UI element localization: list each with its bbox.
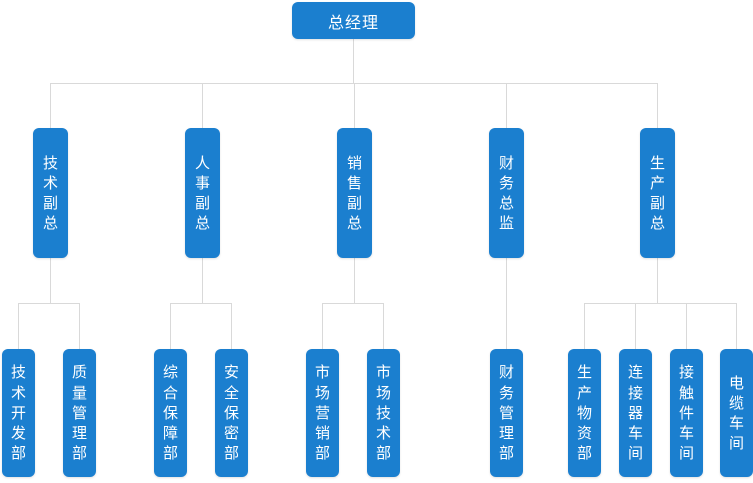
department-box: 市场营销部 bbox=[306, 349, 339, 477]
department-box: 财务管理部 bbox=[490, 349, 523, 477]
department-label: 接触件车间 bbox=[678, 363, 694, 463]
department-box: 市场技术部 bbox=[367, 349, 400, 477]
department-label: 市场营销部 bbox=[314, 363, 330, 463]
manager-box: 生产副总 bbox=[640, 128, 675, 258]
general-manager-label: 总经理 bbox=[327, 12, 379, 32]
department-label: 财务管理部 bbox=[498, 363, 514, 463]
department-label: 电缆车间 bbox=[728, 373, 744, 453]
manager-label: 销售副总 bbox=[346, 153, 362, 233]
department-box: 质量管理部 bbox=[63, 349, 96, 477]
manager-box: 销售副总 bbox=[337, 128, 372, 258]
manager-box: 财务总监 bbox=[489, 128, 524, 258]
department-label: 市场技术部 bbox=[375, 363, 391, 463]
department-box: 接触件车间 bbox=[670, 349, 703, 477]
department-box: 生产物资部 bbox=[568, 349, 601, 477]
manager-box: 技术副总 bbox=[33, 128, 68, 258]
department-label: 连接器车间 bbox=[627, 363, 643, 463]
department-label: 生产物资部 bbox=[576, 363, 592, 463]
department-box: 技术开发部 bbox=[2, 349, 35, 477]
department-label: 质量管理部 bbox=[71, 363, 87, 463]
department-label: 技术开发部 bbox=[10, 363, 26, 463]
manager-box: 人事副总 bbox=[185, 128, 220, 258]
manager-label: 人事副总 bbox=[194, 153, 210, 233]
department-box: 连接器车间 bbox=[619, 349, 652, 477]
manager-label: 财务总监 bbox=[498, 153, 514, 233]
general-manager-box: 总经理 bbox=[292, 2, 415, 39]
department-label: 综合保障部 bbox=[162, 363, 178, 463]
manager-label: 技术副总 bbox=[42, 153, 58, 233]
department-box: 综合保障部 bbox=[154, 349, 187, 477]
manager-label: 生产副总 bbox=[649, 153, 665, 233]
department-box: 安全保密部 bbox=[215, 349, 248, 477]
department-label: 安全保密部 bbox=[223, 363, 239, 463]
department-box: 电缆车间 bbox=[720, 349, 753, 477]
